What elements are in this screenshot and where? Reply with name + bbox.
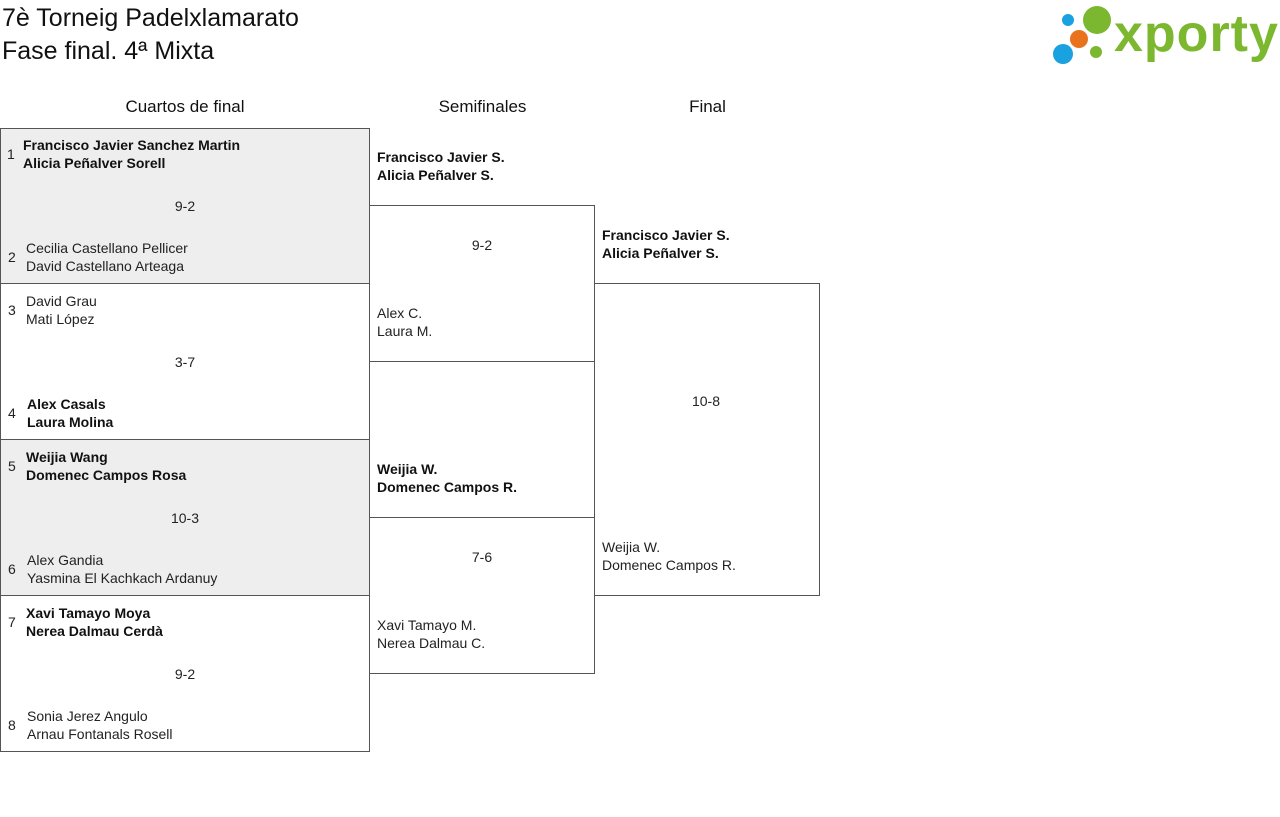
tournament-title: 7è Torneig Padelxlamarato <box>2 4 299 32</box>
player-name: Weijia W. <box>602 539 661 555</box>
player-name: Domenec Campos R. <box>377 479 518 495</box>
quarterfinal-match-1 <box>0 128 370 284</box>
player-name: Weijia Wang <box>26 449 108 465</box>
player-name: Alex Casals <box>27 396 106 412</box>
team-entry: Alex Gandia Yasmina El Kachkach Ardanuy <box>27 551 217 587</box>
player-name: Domenec Campos R. <box>602 557 736 573</box>
logo-dot-blue <box>1053 44 1073 64</box>
player-name: Yasmina El Kachkach Ardanuy <box>27 570 218 586</box>
player-name: Alex Gandia <box>27 552 104 568</box>
logo-dot-green-small <box>1090 46 1102 58</box>
team-entry: David Grau Mati López <box>26 292 97 328</box>
player-name: Francisco Javier S. <box>602 227 730 243</box>
team-entry: Francisco Javier Sanchez Martin Alicia P… <box>23 136 240 172</box>
team-entry: Alex Casals Laura Molina <box>27 395 113 431</box>
player-name: David Grau <box>26 293 97 309</box>
quarterfinal-match-3 <box>0 439 370 596</box>
team-entry: Xavi Tamayo Moya Nerea Dalmau Cerdà <box>26 604 163 640</box>
match-score: 10-8 <box>691 393 721 409</box>
player-name: Weijia W. <box>377 461 438 477</box>
player-name: Alex C. <box>377 305 423 321</box>
team-entry: Weijia Wang Domenec Campos Rosa <box>26 448 186 484</box>
logo-dot-blue-small <box>1062 14 1074 26</box>
logo-dot-orange <box>1070 30 1088 48</box>
round-header-final: Final <box>689 97 726 116</box>
player-name: Cecilia Castellano Pellicer <box>26 240 188 256</box>
team-entry: Sonia Jerez Angulo Arnau Fontanals Rosel… <box>27 707 173 743</box>
player-name: Alicia Peñalver S. <box>377 167 494 183</box>
team-entry: Francisco Javier S. Alicia Peñalver S. <box>602 226 730 262</box>
player-name: David Castellano Arteaga <box>26 258 184 274</box>
match-score: 9-2 <box>174 198 196 214</box>
phase-subtitle: Fase final. 4ª Mixta <box>2 37 215 65</box>
player-name: Nerea Dalmau Cerdà <box>26 623 163 639</box>
seed-number: 4 <box>8 405 16 421</box>
player-name: Francisco Javier S. <box>377 149 505 165</box>
team-entry: Alex C. Laura M. <box>377 304 432 340</box>
team-entry: Xavi Tamayo M. Nerea Dalmau C. <box>377 616 485 652</box>
round-header-semis: Semifinales <box>438 97 527 116</box>
player-name: Domenec Campos Rosa <box>26 467 187 483</box>
match-score: 3-7 <box>174 354 196 370</box>
seed-number: 5 <box>8 458 16 474</box>
team-entry: Cecilia Castellano Pellicer David Castel… <box>26 239 188 275</box>
seed-number: 2 <box>8 249 16 265</box>
player-name: Arnau Fontanals Rosell <box>27 726 173 742</box>
round-header-quarters: Cuartos de final <box>125 97 245 116</box>
player-name: Laura Molina <box>27 414 114 430</box>
seed-number: 3 <box>8 302 16 318</box>
player-name: Alicia Peñalver Sorell <box>23 155 166 171</box>
player-name: Alicia Peñalver S. <box>602 245 719 261</box>
seed-number: 8 <box>8 717 16 733</box>
player-name: Xavi Tamayo M. <box>377 617 477 633</box>
logo-dot-green <box>1083 6 1111 34</box>
match-score: 9-2 <box>174 666 196 682</box>
seed-number: 7 <box>8 614 16 630</box>
player-name: Xavi Tamayo Moya <box>26 605 151 621</box>
seed-number: 1 <box>7 146 15 162</box>
team-entry: Francisco Javier S. Alicia Peñalver S. <box>377 148 505 184</box>
team-entry: Weijia W. Domenec Campos R. <box>377 460 517 496</box>
match-score: 9-2 <box>471 237 493 253</box>
player-name: Nerea Dalmau C. <box>377 635 486 651</box>
match-score: 10-3 <box>170 510 200 526</box>
logo-text: xporty <box>1114 5 1279 63</box>
match-score: 7-6 <box>471 549 493 565</box>
final-match <box>594 283 820 596</box>
player-name: Laura M. <box>377 323 433 339</box>
player-name: Francisco Javier Sanchez Martin <box>23 137 241 153</box>
player-name: Sonia Jerez Angulo <box>27 708 148 724</box>
team-entry: Weijia W. Domenec Campos R. <box>602 538 736 574</box>
xporty-logo: xporty <box>1050 2 1279 68</box>
seed-number: 6 <box>8 561 16 577</box>
player-name: Mati López <box>26 311 95 327</box>
